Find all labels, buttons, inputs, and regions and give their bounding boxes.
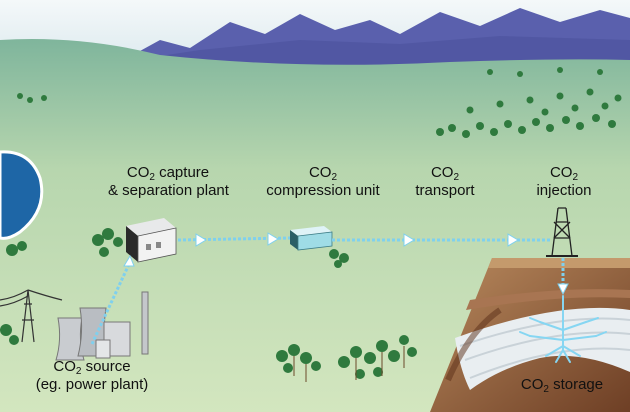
injection-rig: [546, 207, 578, 257]
co2-pipeline: [90, 236, 565, 345]
arrow-right-3: [403, 233, 415, 247]
left-trees: [0, 241, 27, 345]
capture-trees: [92, 228, 123, 257]
label-injection: CO2 injection: [536, 164, 592, 199]
label-transport: CO2 transport: [415, 164, 475, 199]
capture-plant: [126, 218, 177, 263]
co2-plume: [519, 295, 607, 363]
lake: [0, 150, 44, 240]
pipe-source-to-capture: [90, 261, 132, 345]
power-plant: [55, 291, 149, 361]
pipeline-arrowheads: [123, 232, 569, 296]
pipe-capture-to-compression: [177, 236, 291, 242]
label-co2-source: CO2 source (eg. power plant): [35, 358, 149, 393]
foreground-trees: [276, 335, 417, 379]
arrow-right-2: [267, 232, 279, 246]
label-compression-unit: CO2 compression unit: [266, 164, 380, 199]
arrow-down-storage: [557, 283, 569, 296]
storage-reservoir-layer: [455, 307, 630, 390]
distant-trees: [17, 67, 622, 138]
label-co2-storage: CO2 storage: [520, 376, 604, 395]
label-capture-plant: CO2 capture & separation plant: [108, 164, 229, 199]
tree-trunks: [293, 346, 405, 382]
compression-trees: [329, 249, 349, 268]
arrow-right-4: [507, 233, 519, 247]
arrow-right-1: [195, 233, 207, 247]
power-lines: [0, 289, 63, 343]
arrow-up-capture: [123, 254, 135, 267]
compression-unit: [290, 226, 333, 251]
